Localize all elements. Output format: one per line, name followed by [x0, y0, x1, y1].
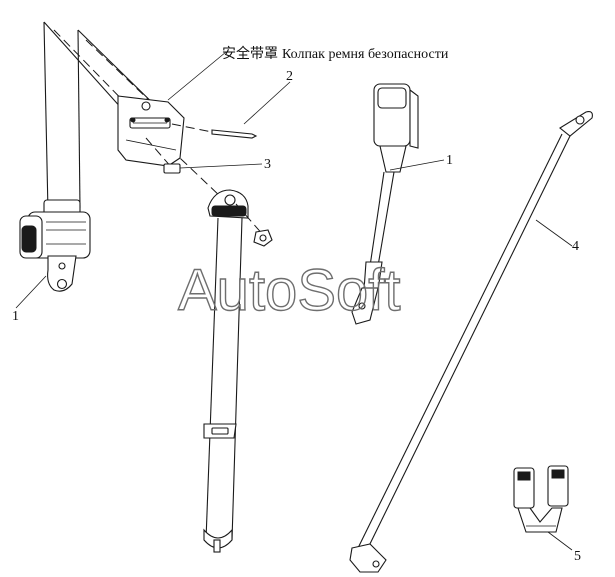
cover-pin — [171, 123, 258, 139]
callout-strap: 4 — [572, 239, 579, 254]
belt-cover — [117, 95, 185, 167]
long-strap — [349, 111, 593, 573]
guide-nut — [235, 203, 273, 247]
caption-chinese: 安全带罩 — [222, 45, 278, 62]
watermark: AutoSoft — [178, 258, 400, 323]
seat-buckle — [351, 83, 419, 325]
callout-double-buckle: 5 — [574, 549, 581, 564]
upper-guide-loop — [207, 189, 249, 219]
retractor-unit — [15, 199, 91, 309]
callout-retractor: 1 — [12, 309, 19, 324]
callout-buckle: 1 — [446, 153, 453, 168]
clip — [145, 137, 263, 174]
center-webbing — [203, 217, 243, 553]
callout-cover: 2 — [286, 69, 293, 84]
double-buckle — [513, 465, 569, 533]
callout-clip: 3 — [264, 157, 271, 172]
caption-russian: Колпак ремня безопасности — [282, 47, 449, 62]
